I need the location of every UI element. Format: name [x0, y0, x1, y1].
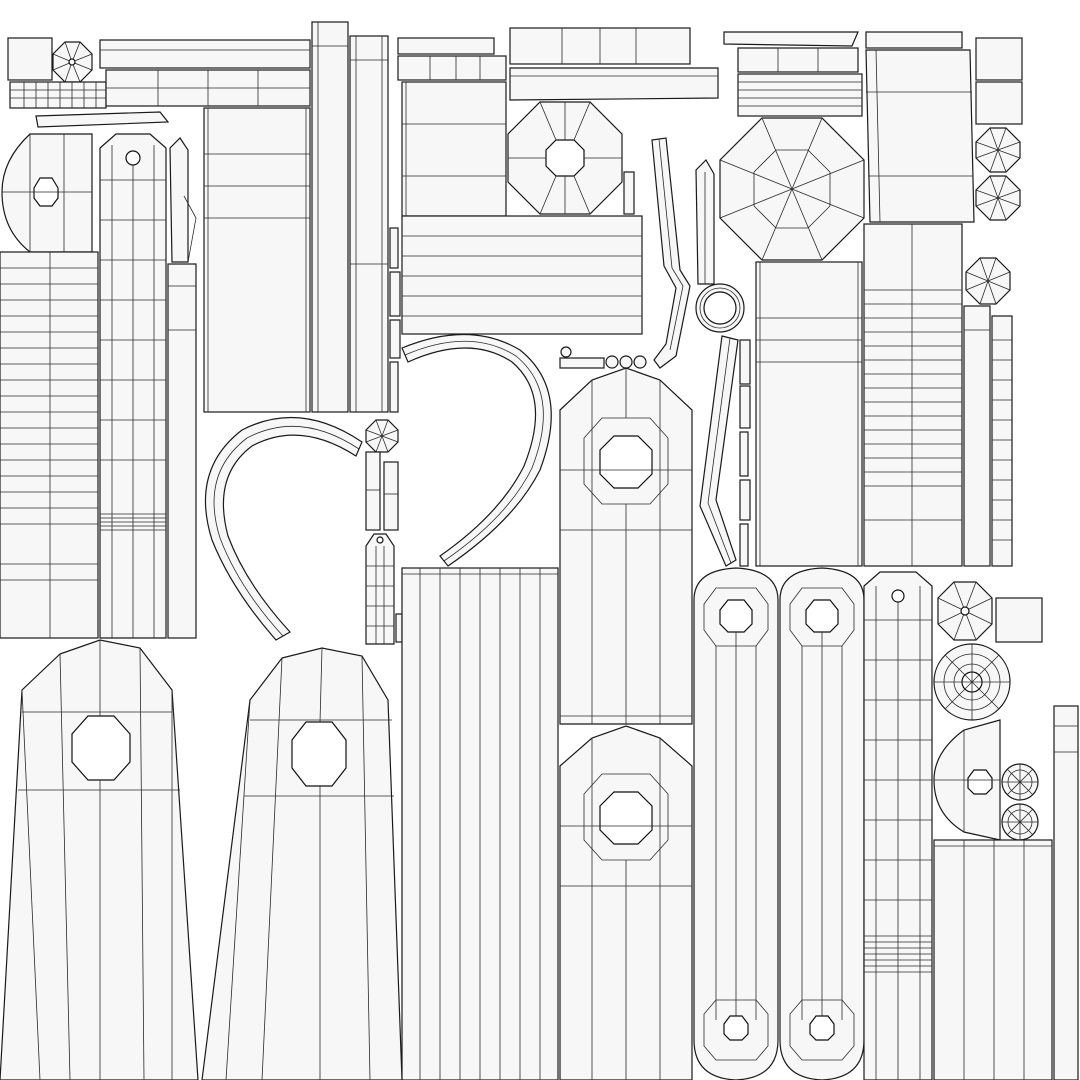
island-octagon-cap — [52, 41, 93, 83]
island-long-bar-center — [509, 67, 719, 101]
stripe-lines — [0, 267, 98, 581]
island-tall-panel-2 — [99, 133, 167, 639]
island-narrow-column — [167, 263, 197, 639]
island-top-strip-1 — [99, 39, 311, 69]
island-capsule-2 — [779, 567, 865, 1080]
island-pipe-bend-small — [695, 159, 715, 285]
island-bent-strip-small — [169, 137, 197, 263]
island-box-far-right-2 — [975, 81, 1023, 125]
island-hinge-pieces — [389, 227, 401, 413]
island-block-top-1 — [397, 37, 495, 55]
island-arc-right — [401, 333, 552, 567]
island-tiny-parts — [559, 346, 647, 369]
island-wedge-top — [723, 31, 859, 47]
island-cloak-left — [0, 639, 199, 1080]
island-wheel-1 — [1001, 763, 1039, 801]
island-small-columns-center — [365, 451, 399, 531]
island-radial-disk — [933, 643, 1011, 721]
island-bottom-right-block — [933, 839, 1053, 1080]
island-hinge-column — [739, 339, 751, 567]
island-striped-right — [863, 223, 963, 567]
island-octagon-fan-large — [719, 117, 865, 261]
island-capsule-1 — [693, 567, 779, 1080]
island-box-far-right-1 — [975, 37, 1023, 81]
island-block-mid — [401, 81, 507, 217]
island-cube-small — [995, 597, 1043, 643]
island-octagon-small-r3 — [965, 257, 1011, 305]
island-strip-top-right-center — [509, 27, 691, 65]
island-octagon-small-r2 — [975, 175, 1021, 221]
island-ring — [695, 283, 745, 333]
island-arch-panel-lower — [559, 725, 693, 1080]
island-vertical-planks — [401, 567, 559, 1080]
island-large-panel — [203, 107, 311, 413]
island-box-row — [737, 47, 859, 73]
island-arch-panel-upper — [559, 367, 693, 725]
island-grid-strip — [9, 81, 107, 109]
island-lined-block — [737, 73, 863, 117]
island-tall-right-panel — [755, 261, 863, 567]
island-pipe-bend-left — [651, 137, 691, 369]
island-octagon-fan-r4 — [937, 581, 993, 641]
island-horizontal-planks — [401, 215, 643, 335]
island-octagon-small-r1 — [975, 127, 1021, 173]
island-skewed-block — [865, 49, 975, 223]
island-octagon-small-center — [365, 419, 399, 453]
island-cloak-right — [201, 647, 403, 1080]
island-wheel-2 — [1001, 803, 1039, 841]
island-top-strip-2 — [105, 69, 311, 107]
island-thin-bar — [35, 111, 170, 128]
island-tall-panel-right-bottom — [863, 571, 933, 1080]
island-block-top-2 — [397, 55, 507, 81]
island-tall-strip-a — [311, 21, 349, 413]
island-tall-striped-left — [0, 251, 99, 639]
island-pipe-long — [699, 335, 739, 567]
island-tall-strip-b — [349, 35, 389, 413]
island-dome-cap-left — [1, 133, 93, 253]
island-octagon-fan-center — [507, 101, 623, 215]
island-dome-cap-right — [933, 719, 1001, 841]
island-arc-left — [204, 416, 363, 641]
island-grid-column-center — [365, 533, 403, 645]
island-top-box-far — [865, 31, 963, 49]
island-thin-edge-strip — [1053, 705, 1079, 1080]
island-thin-columns-right — [963, 305, 1013, 567]
island-small-box — [7, 37, 53, 81]
island-small-tab — [623, 171, 635, 215]
